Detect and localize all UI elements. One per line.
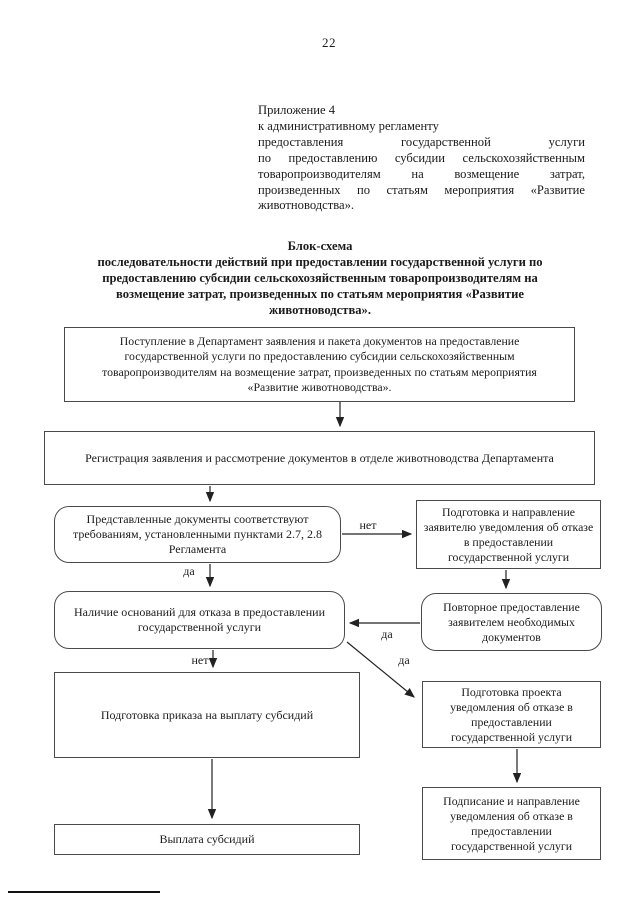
flow-box-refusal-draft: Подготовка проекта уведомления об отказе… xyxy=(422,681,601,748)
annex-line: к административному регламенту xyxy=(258,118,439,133)
flow-box-text: Регистрация заявления и рассмотрение док… xyxy=(85,450,554,465)
flow-box-text: Подписание и направление уведомления об … xyxy=(443,793,580,853)
flow-box-order-preparation: Подготовка приказа на выплату субсидий xyxy=(54,672,360,758)
flow-box-refusal-sign-send: Подписание и направление уведомления об … xyxy=(422,787,601,860)
annex-heading: Приложение 4 к административному регламе… xyxy=(258,103,585,214)
document-title: Блок-схема последовательности действий п… xyxy=(97,239,543,317)
branch-label-no: нет xyxy=(191,653,209,667)
flow-box-registration: Регистрация заявления и рассмотрение док… xyxy=(44,431,595,485)
flow-box-text: Подготовка приказа на выплату субсидий xyxy=(100,707,314,722)
annex-line: по предоставлению субсидии сельскохозяйс… xyxy=(258,150,585,165)
branch-label-yes: да xyxy=(183,564,195,578)
flow-box-intake: Поступление в Департамент заявления и па… xyxy=(64,327,575,402)
flow-box-payment: Выплата субсидий xyxy=(54,824,360,855)
flow-box-text: Наличие оснований для отказа в предостав… xyxy=(74,605,325,634)
annex-line: произведенных по статьям мероприятия «Ра… xyxy=(258,182,585,197)
flow-box-refusal-notice-prepare-send: Подготовка и направление заявителю уведо… xyxy=(416,500,601,569)
flow-box-text: Подготовка проекта уведомления об отказе… xyxy=(450,684,573,744)
branch-label-no: нет xyxy=(359,518,377,532)
annex-line: товаропроизводителям на возмещение затра… xyxy=(258,166,585,181)
branch-label-yes: да xyxy=(381,627,393,641)
flow-box-text: Подготовка и направление заявителю уведо… xyxy=(423,504,594,564)
flow-box-text: Представленные документы соответствуют т… xyxy=(72,512,323,556)
flow-box-docs-check: Представленные документы соответствуют т… xyxy=(54,506,341,563)
flow-box-text: Поступление в Департамент заявления и па… xyxy=(102,333,537,395)
flow-box-text: Выплата субсидий xyxy=(159,832,255,846)
page-number: 22 xyxy=(322,35,336,50)
flow-box-text: Повторное предоставление заявителем необ… xyxy=(443,599,580,644)
annex-line: животноводства». xyxy=(258,198,355,213)
annex-line: Приложение 4 xyxy=(258,103,336,117)
flow-box-resubmission: Повторное предоставление заявителем необ… xyxy=(421,593,602,651)
branch-label-yes: да xyxy=(398,653,410,667)
flow-box-grounds-for-refusal: Наличие оснований для отказа в предостав… xyxy=(54,591,345,649)
annex-line: предоставления государственной услуги xyxy=(258,134,585,149)
footnote-rule xyxy=(8,891,160,893)
